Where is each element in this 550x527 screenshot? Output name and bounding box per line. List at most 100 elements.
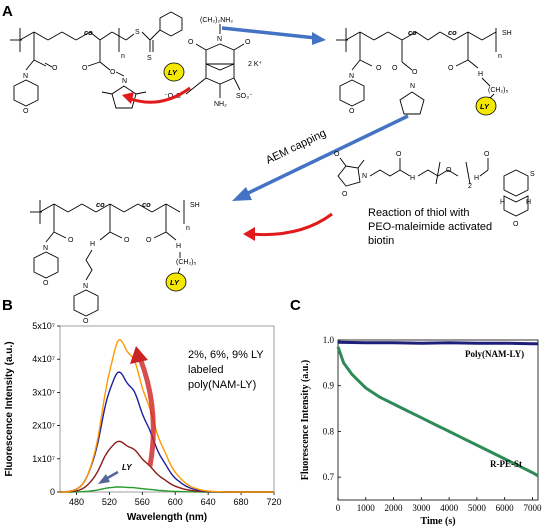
chart-b-ylabel: Fluorescence Intensity (a.u.) [4,341,15,476]
panel-label-c: C [290,297,301,314]
o-atom-11: O [43,280,49,287]
chart-c-xtick-label: 3000 [412,503,431,513]
chart-c-ytick-label: 0.7 [323,472,335,482]
dye-sulfonate-right: SO₃⁻ [236,93,253,100]
chart-c-series-label-0: Poly(NAM-LY) [465,349,524,359]
sh-label-1: SH [502,30,512,37]
chart-b-series-0-line [60,486,274,493]
blue-arrow-aem [241,114,409,198]
biotin-o: O [513,221,519,228]
dye-counter-ion: 2 K⁺ [248,61,263,68]
blue-arrow-top [221,26,317,40]
biotin-h-1: H [500,199,505,206]
nh-atom-1: H [478,71,483,78]
chart-b-series [59,338,274,493]
chart-b-ytick-label: 3x10⁷ [32,387,55,397]
chart-b-ytick-label: 5x10⁷ [32,321,55,331]
o-atom-7: O [392,65,398,72]
nh-atom-3: H [176,243,181,250]
chart-c-xtick-label: 4000 [440,503,459,513]
chart-b-annotation-line3: poly(NAM-LY) [188,379,256,391]
n-atom-1: N [23,73,28,80]
ly-badge-dye [163,62,185,82]
chart-b-ytick-label: 4x10⁷ [32,354,55,364]
o-atom-2: O [23,108,29,115]
chart-b-xlabel: Wavelength (nm) [127,512,207,523]
reaction-caption-line1: Reaction of thiol with [368,207,470,219]
chart-c-series [336,340,539,478]
n-atom-2: N [122,78,127,85]
ly-badge-polymer-2 [475,96,497,116]
o-atom-12: O [124,237,130,244]
ly-badge-dye-label: LY [168,68,178,77]
biotin-s: S [530,171,535,178]
dye-o-atom-2: O [245,39,251,46]
chart-b-annotation-line1: 2%, 6%, 9% LY [188,349,264,361]
polymer-2-structure: co co n SH O N O O O N O H (CH₂)₅ [336,28,512,115]
reaction-caption-line2: PEO-maleimide activated [368,221,492,233]
chart-b-ytick-label: 1x10⁷ [32,454,55,464]
red-arrow-biotin-head [243,227,255,241]
co-label-5: co [142,200,151,209]
co-label-1: co [84,28,93,37]
n-subscript-3: n [186,225,190,232]
peo-o-1: O [396,151,402,158]
peo-o-3: O [484,151,490,158]
chart-c-series-label-1: R-PE-St [490,459,522,469]
chart-c-xtick-label: 6000 [496,503,515,513]
ly-badge-polymer-3 [165,272,187,292]
dye-n-atom: N [217,36,222,43]
o-atom-13: O [83,318,89,325]
o-atom-10: O [68,237,74,244]
blue-arrow-aem-head [232,187,252,201]
o-atom-6: O [349,108,355,115]
red-arrow-biotin [249,212,333,237]
n-subscript-2: n [498,53,502,60]
n-atom-4: N [410,83,415,90]
reaction-caption-line3: biotin [368,235,394,247]
mal-n: N [362,173,367,180]
chart-c-xlabel: Time (s) [420,516,455,527]
polymer-1-structure: co n S S O N O O O N [10,11,183,115]
chart-c-ytick-label: 0.8 [323,426,335,436]
blue-arrow-top-head [312,32,326,45]
ly-badge-polymer-2-label: LY [480,102,490,111]
sh-label-2: SH [190,202,200,209]
co-label-2: co [408,28,417,37]
chart-b-plot-area [59,325,275,493]
o-atom-5: O [376,65,382,72]
chart-b-increase-arrow-head [130,346,148,364]
chart-c-ylabel: Fluorescence Intensity (a.u.) [300,360,311,480]
s-atom-1: S [135,29,140,36]
chart-b-xtick-label: 560 [135,497,150,507]
o-atom-4: O [110,69,116,76]
o-atom-14: O [146,237,152,244]
chart-b-ytick-label: 0 [50,487,55,497]
chart-c-plot-area [337,339,539,501]
chart-b-ytick-label: 2x10⁷ [32,421,55,431]
chart-c-xtick-label: 5000 [468,503,487,513]
chart-c-series-1-line [336,346,539,478]
red-arrow-dye-addition-head [122,92,134,104]
chart-b-increase-arrow [137,357,156,467]
chain-label-2: (CH₂)₅ [176,259,196,266]
chart-b-series-3-line [60,338,274,493]
n-subscript-1: n [121,53,125,60]
panel-label-b: B [2,297,13,314]
s-atom-2: S [147,55,152,62]
dye-side-chain: (CH₂)₂NH₂ [200,17,233,24]
chain-label-1: (CH₂)₅ [488,87,508,94]
peo-nh-2: H [474,175,479,182]
chart-c-xtick-label: 7000 [523,503,542,513]
chart-b-annotation-line2: labeled [188,364,223,376]
chart-b-xtick-label: 520 [102,497,117,507]
nh-atom-2: H [90,241,95,248]
peo-repeat-sub: 2 [468,183,472,190]
chart-c-ytick-label: 1.0 [323,335,335,345]
peo-o-2: O [446,167,452,174]
chart-b-ly-pointer-head [98,474,110,484]
chart-b-xtick-label: 680 [234,497,249,507]
